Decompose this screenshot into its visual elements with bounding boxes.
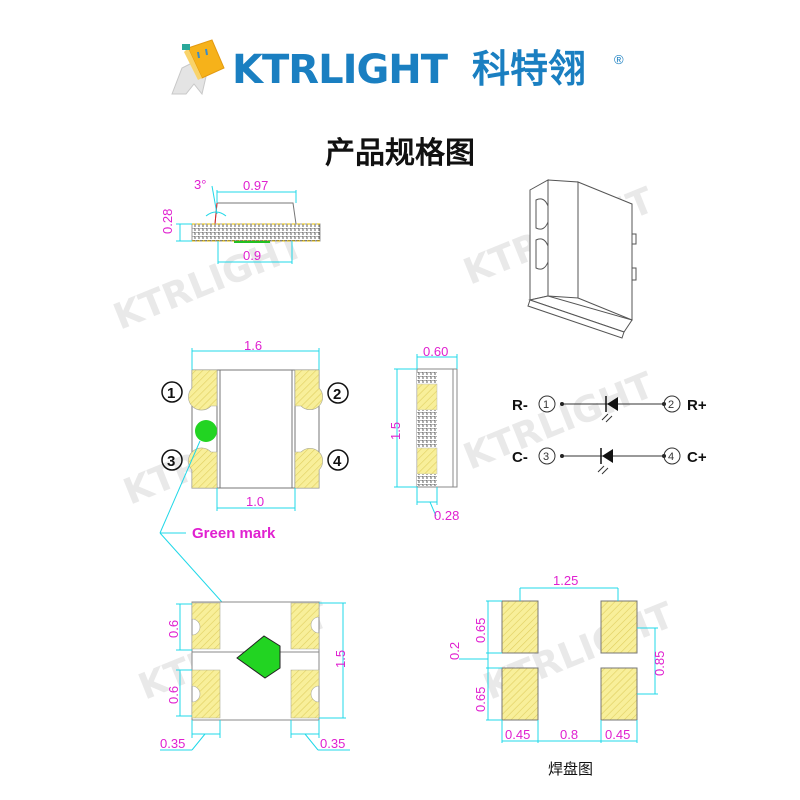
height-dim: 0.28 [160,209,175,234]
pad-height-bottom-dim: 0.65 [473,687,488,712]
c-minus-label: C- [512,449,528,466]
pad-width-right-dim: 0.35 [320,736,345,751]
logo-icon [171,39,225,96]
logo-mark [168,38,230,98]
bottom-view: 0.6 0.6 1.5 0.35 0.35 [160,601,350,751]
solder-pad [600,600,638,654]
brand-name-cn: 科特翎 [472,47,587,91]
end-view: 0.60 1.5 0.28 [388,344,459,523]
pad-dim: 0.28 [434,508,459,523]
pin-4-label: 4 [333,453,342,470]
page-title: 产品规格图 [325,136,475,171]
pitch-dim: 1.25 [553,573,578,588]
pad-height-top-dim: 0.65 [473,618,488,643]
pad-width-right-dim: 0.45 [605,727,630,742]
r-minus-label: R- [512,397,528,414]
pad-width-left-dim: 0.35 [160,736,185,751]
depth-dim: 0.60 [423,344,448,359]
spacing-dim: 0.8 [560,727,578,742]
pin-2-circuit: 2 [668,399,674,411]
solder-pad-layout: 1.25 0.65 0.65 0.2 0.85 0.45 0.8 0.45 [447,573,667,743]
solder-pad-caption: 焊盘图 [548,760,594,778]
solder-pad [501,600,539,654]
pin-3-label: 3 [167,453,175,470]
inner-width-dim: 1.0 [246,494,264,509]
pad-height-top-dim: 0.6 [166,620,181,638]
bottom-width-dim: 0.9 [243,248,261,263]
c-plus-label: C+ [687,449,707,466]
green-mark-dot [195,420,217,442]
pin-4-circuit: 4 [668,451,674,463]
top-width-dim: 0.97 [243,178,268,193]
solder-pad [600,667,638,721]
length-dim: 1.5 [388,422,403,440]
pin-1-circuit: 1 [543,399,549,411]
side-view: 3° 0.97 0.28 0.9 [160,177,321,264]
length-dim: 1.5 [333,650,348,668]
pin-2-label: 2 [333,386,341,403]
watermark: KTRLIGHT [108,225,310,338]
pin-labels: 1 2 3 4 [161,381,349,471]
pad-height-bottom-dim: 0.6 [166,686,181,704]
gap-dim: 0.2 [447,642,462,660]
green-mark-label: Green mark [192,525,276,542]
solder-pad [501,667,539,721]
right-span-dim: 0.85 [652,651,667,676]
watermark: KTRLIGHT [458,365,660,478]
r-plus-label: R+ [687,397,707,414]
pin-3-circuit: 3 [543,451,549,463]
isometric-view [527,179,637,339]
angle-dim: 3° [194,177,206,192]
width-dim: 1.6 [244,338,262,353]
brand-name: KTRLIGHT [232,47,448,93]
registered-mark: ® [614,52,624,67]
top-view: 1.6 1.0 [188,338,323,511]
green-mark-shape [236,635,281,679]
pad-width-left-dim: 0.45 [505,727,530,742]
circuit-diagram: R- 1 2 R+ C- 3 4 C+ [512,395,707,475]
pin-1-label: 1 [167,385,175,402]
